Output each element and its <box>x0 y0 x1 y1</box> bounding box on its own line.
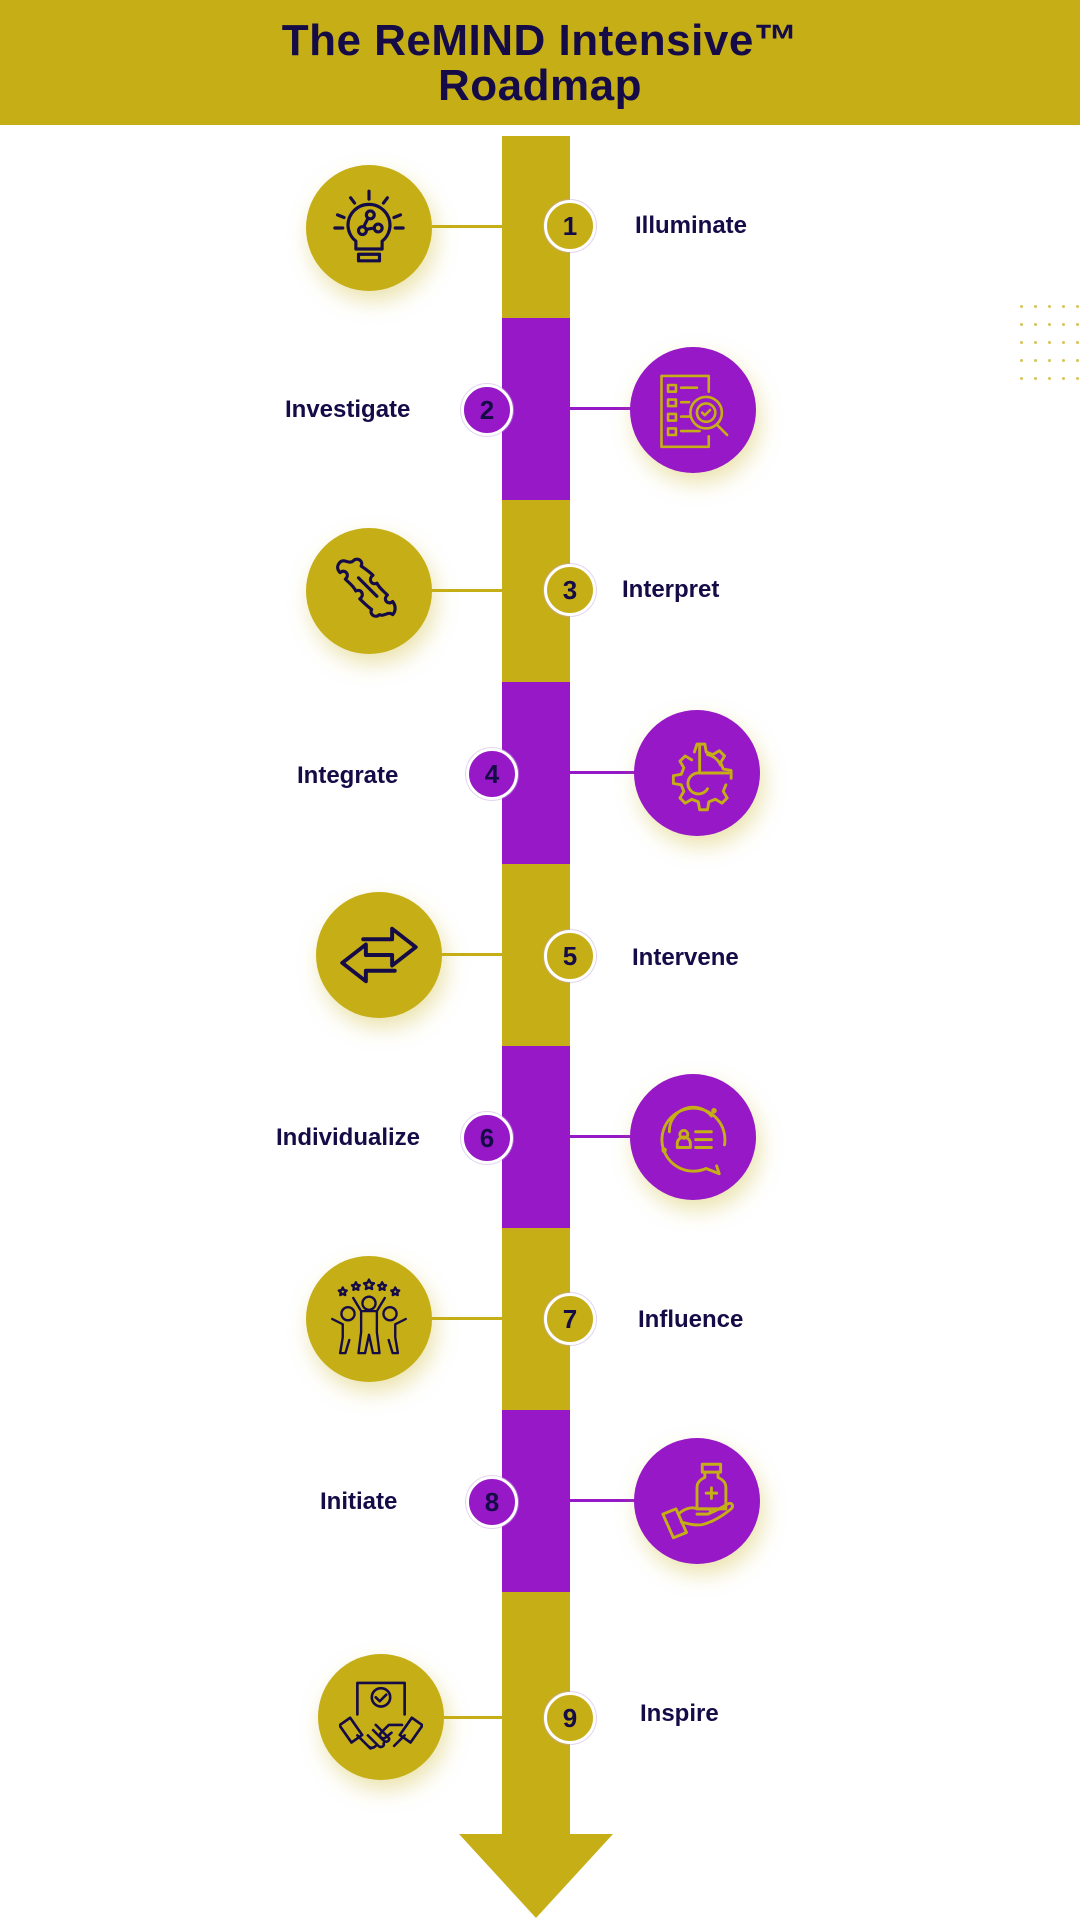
arrow-down-icon <box>459 1834 613 1918</box>
step-3-icon-circle <box>306 528 432 654</box>
decorative-dot <box>1020 341 1023 344</box>
connector-7 <box>432 1317 502 1320</box>
step-6-icon-circle <box>630 1074 756 1200</box>
decorative-dot <box>1076 377 1079 380</box>
decorative-dot <box>1048 305 1051 308</box>
decorative-dot <box>1076 359 1079 362</box>
step-2-number: 2 <box>461 384 513 436</box>
connector-1 <box>432 225 502 228</box>
step-8-number: 8 <box>466 1476 518 1528</box>
step-6-label: Individualize <box>276 1124 421 1151</box>
decorative-dot <box>1048 359 1051 362</box>
decorative-dot <box>1034 323 1037 326</box>
decorative-dot <box>1020 305 1023 308</box>
step-5-number: 5 <box>544 930 596 982</box>
connector-8 <box>570 1499 636 1502</box>
step-9-number: 9 <box>544 1692 596 1744</box>
title-line-2: Roadmap <box>438 61 642 110</box>
spine-segment-2 <box>502 318 570 500</box>
step-5-icon-circle <box>316 892 442 1018</box>
decorative-dot <box>1034 305 1037 308</box>
decorative-dot <box>1076 341 1079 344</box>
decorative-dot <box>1034 341 1037 344</box>
handshake-agreement-icon <box>339 1681 423 1750</box>
step-1-label: Illuminate <box>635 212 748 239</box>
connector-2 <box>570 407 632 410</box>
step-4-label: Integrate <box>297 762 399 789</box>
step-4-icon-circle <box>634 710 760 836</box>
celebrating-team-icon <box>331 1278 407 1355</box>
decorative-dot <box>1062 341 1065 344</box>
decorative-dot <box>1034 377 1037 380</box>
decorative-dot <box>1062 305 1065 308</box>
puzzle-icon <box>336 557 397 618</box>
step-4-number: 4 <box>466 748 518 800</box>
step-9-label: Inspire <box>640 1700 719 1727</box>
step-7-number: 7 <box>544 1293 596 1345</box>
profile-chat-icon <box>660 1105 727 1176</box>
step-8-label: Initiate <box>320 1488 398 1515</box>
step-6-number: 6 <box>461 1112 513 1164</box>
title-line-1: The ReMIND Intensive™ <box>281 16 799 65</box>
page-title: The ReMIND Intensive™ Roadmap <box>0 18 1080 108</box>
decorative-dot <box>1062 359 1065 362</box>
header-banner: The ReMIND Intensive™ Roadmap <box>0 0 1080 125</box>
hand-medicine-icon <box>661 1462 734 1540</box>
step-2-label: Investigate <box>285 396 411 423</box>
gear-chart-icon <box>671 742 733 812</box>
decorative-dot <box>1034 359 1037 362</box>
decorative-dot <box>1048 323 1051 326</box>
decorative-dot <box>1020 377 1023 380</box>
decorative-dot <box>1020 359 1023 362</box>
decorative-dot <box>1048 341 1051 344</box>
decorative-dot <box>1020 323 1023 326</box>
step-3-number: 3 <box>544 564 596 616</box>
decorative-dot-grid <box>1020 305 1080 385</box>
step-5-label: Intervene <box>632 944 739 971</box>
decorative-dot <box>1048 377 1051 380</box>
step-3-label: Interpret <box>622 576 720 603</box>
step-7-label: Influence <box>638 1306 744 1333</box>
decorative-dot <box>1076 323 1079 326</box>
step-8-icon-circle <box>634 1438 760 1564</box>
connector-3 <box>430 589 502 592</box>
step-9-icon-circle <box>318 1654 444 1780</box>
step-2-icon-circle <box>630 347 756 473</box>
decorative-dot <box>1062 377 1065 380</box>
step-1-number: 1 <box>544 200 596 252</box>
connector-9 <box>442 1716 502 1719</box>
spine-segment-6 <box>502 1046 570 1228</box>
checklist-magnifier-icon <box>660 374 729 449</box>
decorative-dot <box>1076 305 1079 308</box>
step-7-icon-circle <box>306 1256 432 1382</box>
connector-6 <box>570 1135 632 1138</box>
connector-4 <box>570 771 636 774</box>
step-1-icon-circle <box>306 165 432 291</box>
decorative-dot <box>1062 323 1065 326</box>
connector-5 <box>440 953 502 956</box>
lightbulb-icon <box>333 189 405 263</box>
exchange-arrows-icon <box>340 926 418 984</box>
